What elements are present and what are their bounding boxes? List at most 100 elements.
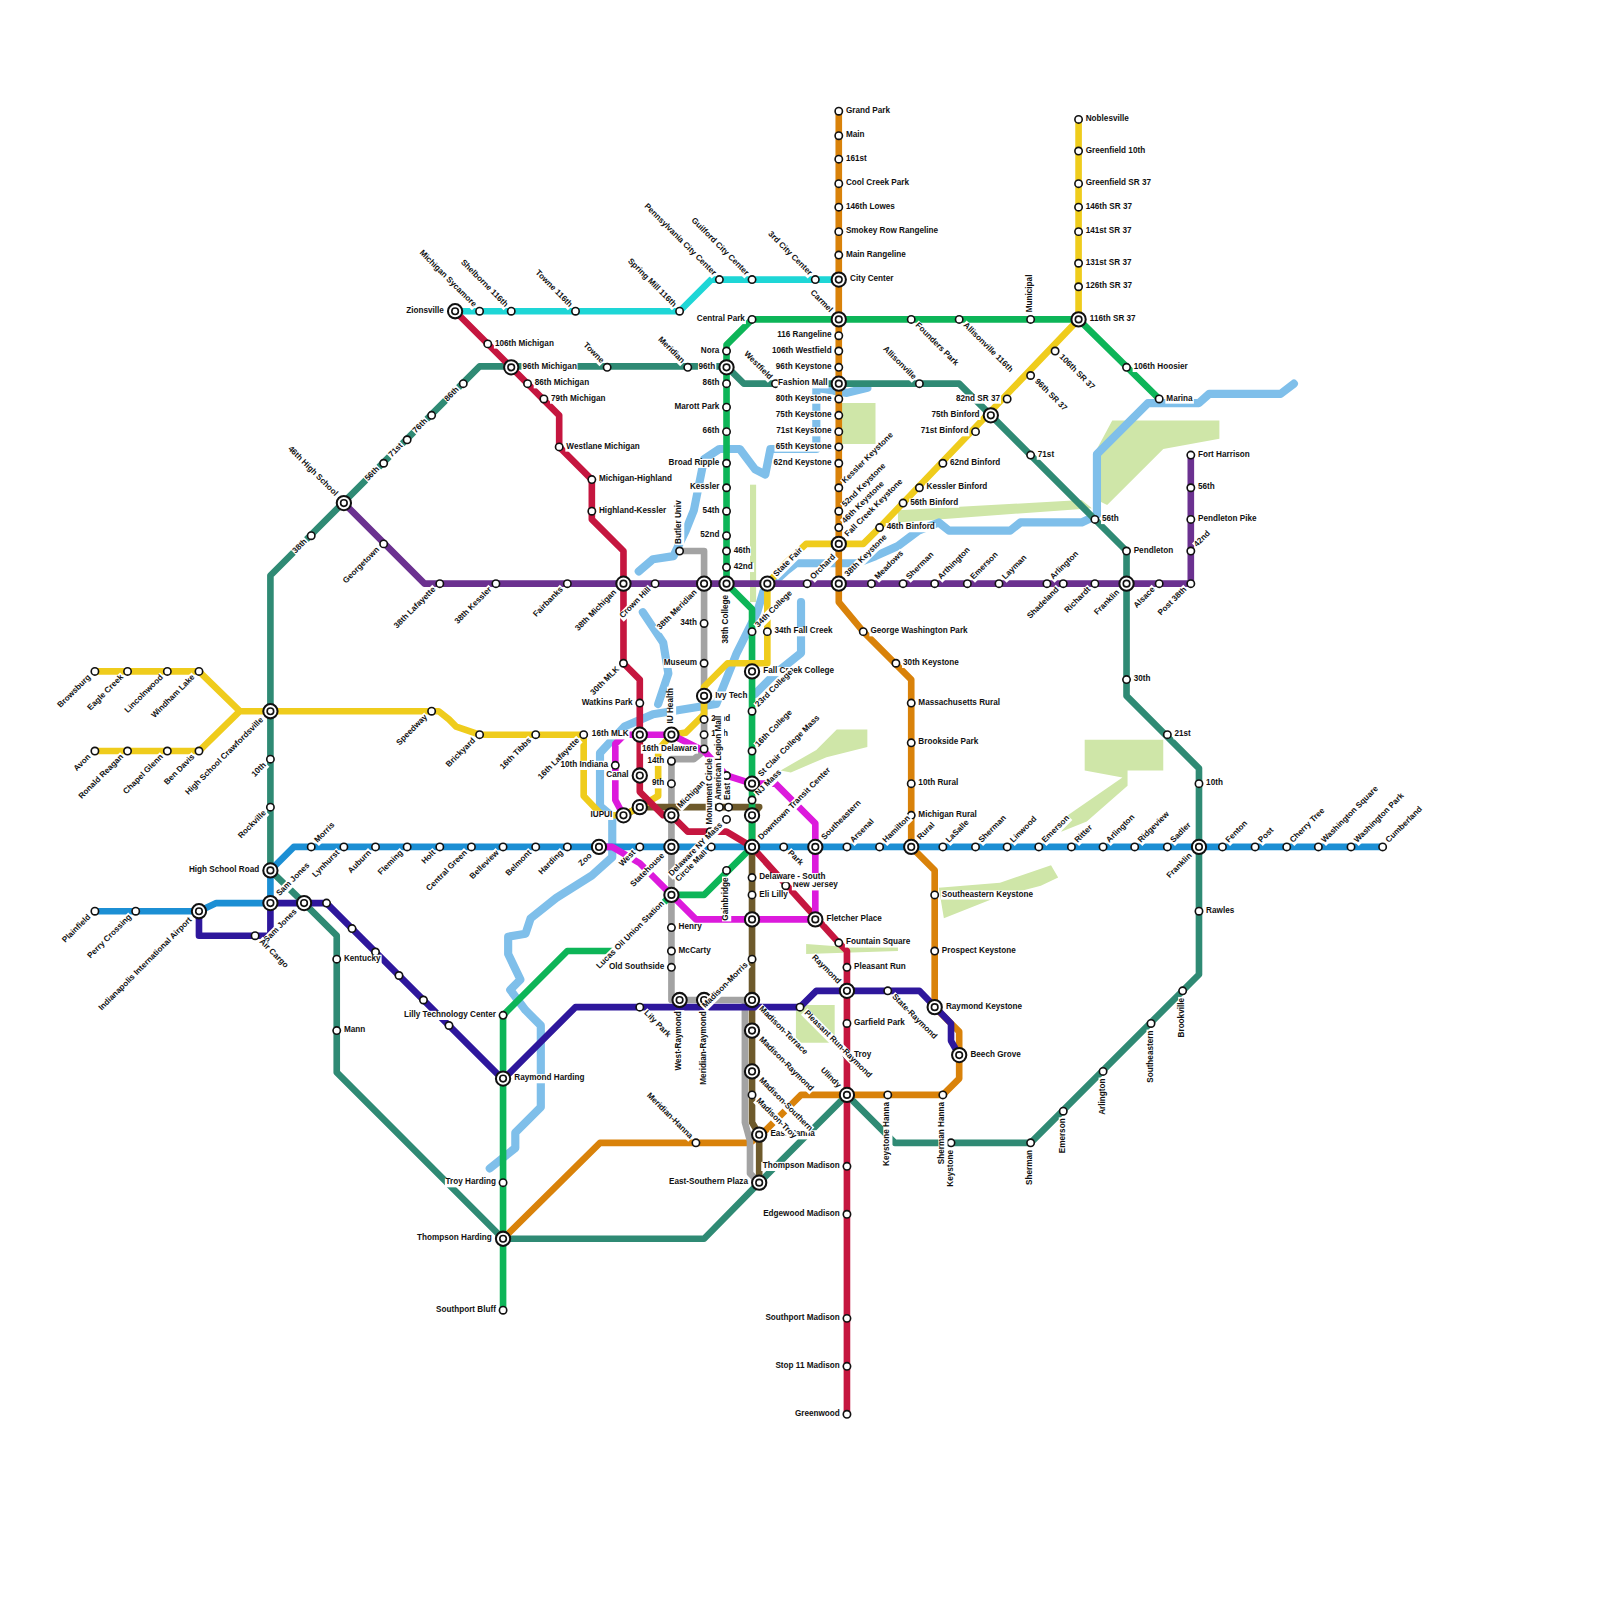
station-dot — [835, 364, 842, 371]
station-dot — [723, 380, 730, 387]
station-label: Richardt — [1063, 585, 1094, 616]
station-dot — [723, 428, 730, 435]
interchange-core — [836, 316, 843, 323]
station-label: 38th Lafayette — [392, 585, 439, 632]
station-dot — [1123, 364, 1130, 371]
interchange-core — [1075, 316, 1082, 323]
interchange-ring — [832, 577, 846, 591]
interchange-ring — [745, 664, 759, 678]
station-label: Michigan-Highland — [598, 475, 673, 484]
station-label: 96th — [697, 363, 716, 372]
station-label: Noblesville — [1085, 115, 1130, 124]
station-label: 54th — [702, 507, 721, 516]
station-dot — [499, 1179, 506, 1186]
station-label: Meridian-Hanna — [644, 1091, 695, 1142]
interchange-ring — [984, 408, 998, 422]
station-dot — [892, 660, 899, 667]
station-dot — [1156, 580, 1163, 587]
teal-line — [270, 366, 1199, 1238]
interchange-ring — [633, 768, 647, 782]
interchange-ring — [745, 808, 759, 822]
interchange-core — [452, 308, 459, 315]
station-dot — [723, 772, 730, 779]
station-label: 146th Lowes — [845, 203, 896, 212]
station-label: Pleasant Run — [853, 963, 907, 972]
station-dot — [1187, 580, 1194, 587]
interchange-ring — [263, 704, 277, 718]
station-dot — [835, 251, 842, 258]
station-label: Highland-Kessler — [598, 507, 667, 516]
station-label: 65th Keystone — [775, 442, 833, 451]
interchange-core — [500, 1075, 507, 1082]
interchange-core — [812, 916, 819, 923]
interchange-ring — [952, 1048, 966, 1062]
station-label: 34th Fall Creek — [773, 627, 833, 636]
station-dot — [908, 316, 915, 323]
station-dot — [668, 758, 675, 765]
station-dot — [588, 476, 595, 483]
station-dot — [812, 276, 819, 283]
station-dot — [445, 1022, 452, 1029]
station-label: Sherman — [977, 813, 1009, 845]
station-label: Sherman — [904, 550, 936, 582]
station-label: Georgetown — [341, 545, 382, 586]
station-dot — [1060, 580, 1067, 587]
station-label: 56th — [363, 464, 383, 484]
station-dot — [843, 1315, 850, 1322]
station-label: 131st SR 37 — [1085, 259, 1133, 268]
station-dot — [403, 843, 410, 850]
station-label: Main — [845, 131, 866, 140]
station-dot — [835, 939, 842, 946]
station-label: Old Southside — [608, 963, 665, 972]
station-dot — [380, 460, 387, 467]
interchange-core — [836, 380, 843, 387]
interchange-core — [620, 812, 627, 819]
station-dot — [899, 580, 906, 587]
station-label: Emerson — [1059, 1117, 1068, 1154]
station-label: Park — [785, 848, 805, 868]
station-dot — [748, 1091, 755, 1098]
station-label: 38th Michigan — [573, 588, 619, 634]
station-dot — [164, 668, 171, 675]
station-dot — [556, 443, 563, 450]
interchange-core — [931, 1004, 938, 1011]
station-label: 106th Michigan — [494, 339, 555, 348]
station-dot — [1347, 843, 1354, 850]
station-dot — [868, 580, 875, 587]
station-dot — [508, 308, 515, 315]
interchange-ring — [192, 904, 206, 918]
interchange-core — [668, 844, 675, 851]
station-dot — [916, 380, 923, 387]
interchange-core — [267, 867, 274, 874]
station-label: 79th Michigan — [550, 394, 606, 403]
station-dot — [124, 747, 131, 754]
station-dot — [843, 1411, 850, 1418]
station-label: Raymond Harding — [513, 1074, 585, 1083]
station-label: Harding — [537, 848, 567, 878]
station-label: 141st SR 37 — [1085, 227, 1133, 236]
station-dot — [723, 564, 730, 571]
station-label: Zionsville — [405, 307, 445, 316]
station-dot — [403, 436, 410, 443]
station-label: 86th — [442, 385, 462, 405]
station-dot — [612, 762, 619, 769]
interchange-core — [1123, 580, 1130, 587]
interchange-core — [749, 916, 756, 923]
station-label: Speedway — [394, 712, 430, 748]
interchange-ring — [616, 808, 630, 822]
park — [839, 403, 876, 444]
station-label: Arsenal — [848, 817, 877, 846]
station-dot — [1075, 260, 1082, 267]
station-label: Eli Lilly — [758, 890, 789, 899]
station-dot — [1187, 516, 1194, 523]
station-dot — [636, 843, 643, 850]
station-label: Chapel Glenn — [121, 752, 166, 797]
station-label: Keystone — [947, 1149, 956, 1188]
station-label: 116 Rangeline — [776, 331, 832, 340]
station-dot — [700, 620, 707, 627]
station-label: Layman — [1000, 553, 1030, 583]
station-dot — [1187, 547, 1194, 554]
station-dot — [748, 628, 755, 635]
station-dot — [972, 428, 979, 435]
station-label: 9th — [651, 779, 665, 788]
